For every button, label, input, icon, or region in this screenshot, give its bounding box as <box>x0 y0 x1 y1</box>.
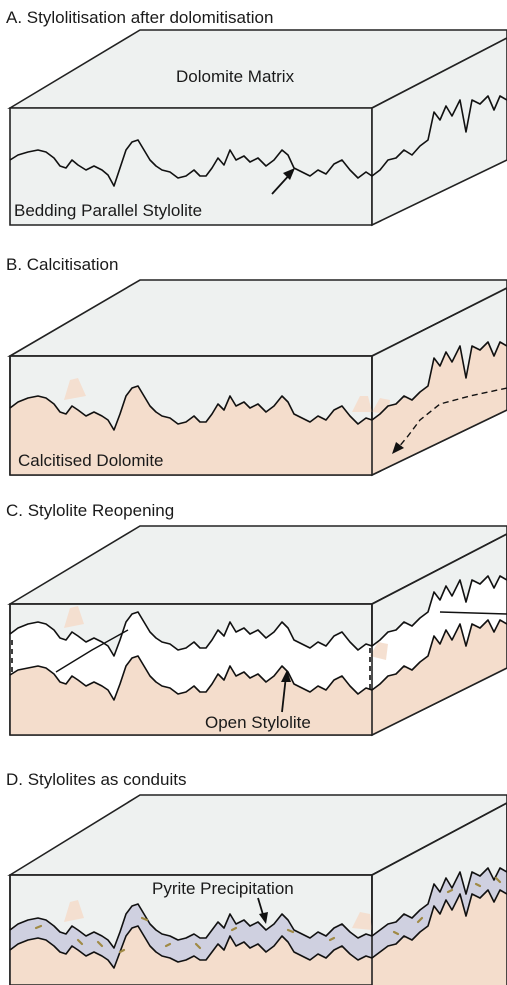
pyrite-grain <box>76 938 84 946</box>
panel-b-calcitised-label: Calcitised Dolomite <box>18 451 164 470</box>
pyrite-grain <box>34 924 43 930</box>
pyrite-grain <box>392 930 400 936</box>
panel-a-title: A. Stylolitisation after dolomitisation <box>6 8 273 27</box>
panel-d-front-outline <box>9 874 373 985</box>
panel-c-calcite-fringe-2 <box>370 642 388 660</box>
pyrite-grain <box>96 940 104 948</box>
panel-b-calcite-fringe-2 <box>352 396 372 412</box>
panel-b-calcite-fringe-3 <box>372 398 390 414</box>
panel-c-calcite-fringe-1 <box>64 606 84 628</box>
panel-b: B. Calcitisation Calcitised Dolomite <box>6 255 507 477</box>
panel-a-stylolite-label: Bedding Parallel Stylolite <box>14 201 202 220</box>
panel-c-side-fracture <box>439 611 507 615</box>
panel-c-upper-stylolite <box>9 575 507 657</box>
pyrite-grain <box>416 916 424 924</box>
panel-c-open-label: Open Stylolite <box>205 713 311 732</box>
panel-d-calcite-side <box>372 890 507 985</box>
pyrite-grain <box>164 942 172 948</box>
panel-c-arrowhead <box>281 670 291 682</box>
panel-b-title: B. Calcitisation <box>6 255 118 274</box>
panel-a-arrowhead <box>283 168 295 180</box>
panel-b-side-outline <box>371 287 507 476</box>
panel-c-open-gap <box>10 576 507 700</box>
panel-b-stylolite <box>9 341 507 431</box>
panel-d-pyrite-grains <box>34 876 502 954</box>
panel-d-pyrite-label: Pyrite Precipitation <box>152 879 294 898</box>
panel-b-calcite-fringe-1 <box>64 378 86 400</box>
pyrite-grain <box>286 928 295 934</box>
panel-d-conduit <box>10 868 507 968</box>
panel-b-flow-arrowhead <box>392 442 404 454</box>
panel-c-fracture-line <box>55 629 129 673</box>
panel-a-matrix-label: Dolomite Matrix <box>176 67 295 86</box>
panel-b-calcitised-front <box>10 386 372 475</box>
pyrite-grain <box>494 876 502 884</box>
panel-a-stylolite <box>9 95 507 187</box>
pyrite-grain <box>118 948 126 954</box>
panel-c-title: C. Stylolite Reopening <box>6 501 174 520</box>
pyrite-grain <box>474 882 482 888</box>
panel-c-side-outline <box>371 533 507 736</box>
panel-d-side-outline <box>371 802 507 985</box>
panel-d-upper-stylolite <box>9 867 507 949</box>
pyrite-grain <box>194 942 202 950</box>
panel-d-calcite-fringe-2 <box>352 912 372 930</box>
panel-d-lower-stylolite <box>9 889 507 969</box>
panel-a-side-face <box>371 37 507 227</box>
panel-c: C. Stylolite Reopening Open Stylolite <box>6 501 507 737</box>
panel-d: D. Stylolites as conduits <box>6 770 507 985</box>
pyrite-grain <box>328 936 336 942</box>
panel-c-calcite-side <box>372 620 507 735</box>
panel-b-flow-path <box>397 387 507 449</box>
pyrite-grain <box>140 916 149 922</box>
panel-d-title: D. Stylolites as conduits <box>6 770 186 789</box>
panel-d-arrowhead <box>259 912 268 924</box>
pyrite-grain <box>230 926 238 932</box>
panel-d-calcite-front <box>10 926 372 985</box>
panel-c-calcite-front <box>10 656 372 735</box>
panel-c-lower-stylolite <box>9 619 507 701</box>
panel-b-calcitised-side <box>372 342 507 475</box>
pyrite-grain <box>446 888 454 894</box>
panel-d-calcite-fringe-1 <box>64 900 84 922</box>
panel-a: A. Stylolitisation after dolomitisation … <box>6 8 507 227</box>
